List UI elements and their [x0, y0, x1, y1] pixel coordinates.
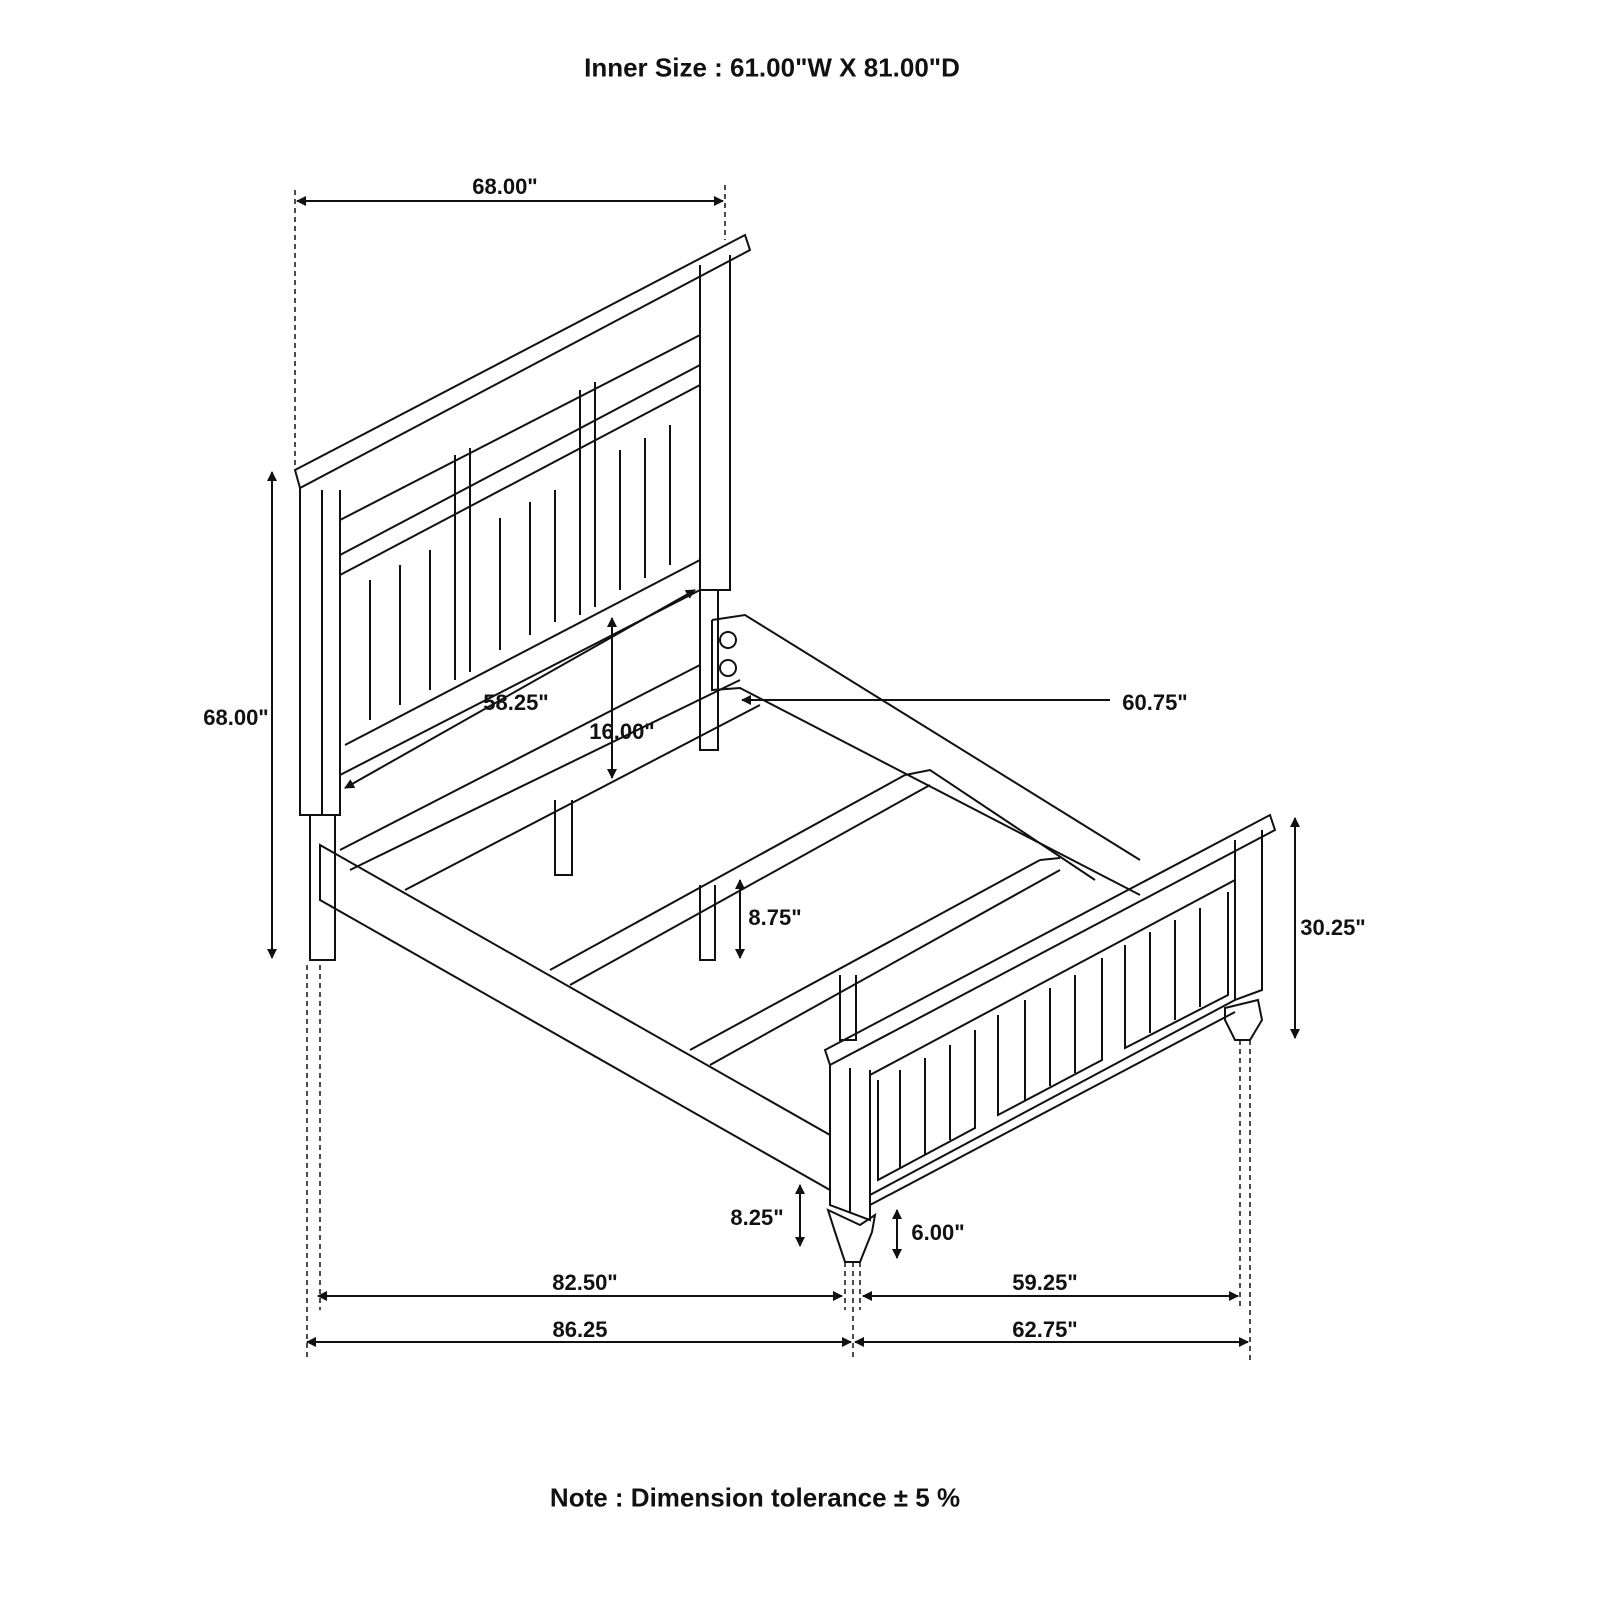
headboard-inner-width-label: 58.25" [483, 690, 549, 715]
rail-floor-clearance-label: 8.25" [730, 1205, 784, 1230]
foot-height-label: 6.00" [911, 1220, 965, 1245]
footboard [823, 813, 1277, 1263]
rail-clearance-label: 16.00" [589, 719, 655, 744]
footboard-height-label: 30.25" [1300, 915, 1366, 940]
overall-length-label: 86.25 [552, 1317, 608, 1342]
headboard-width-label: 68.00" [472, 174, 538, 199]
tolerance-note: Note : Dimension tolerance ± 5 % [549, 1482, 961, 1513]
extension-lines [294, 185, 1251, 1360]
rail-width-label: 60.75" [1122, 690, 1188, 715]
headboard-height-label: 68.00" [203, 705, 269, 730]
inner-size-title: Inner Size : 61.00"W X 81.00"D [584, 52, 960, 83]
inner-width-label: 59.25" [1012, 1270, 1078, 1295]
overall-width-label: 62.75" [1012, 1317, 1078, 1342]
dimension-arrows [267, 196, 1300, 1347]
inner-length-label: 82.50" [552, 1270, 618, 1295]
slat-support-height-label: 8.75" [748, 905, 802, 930]
bed-frame [319, 613, 1141, 1192]
